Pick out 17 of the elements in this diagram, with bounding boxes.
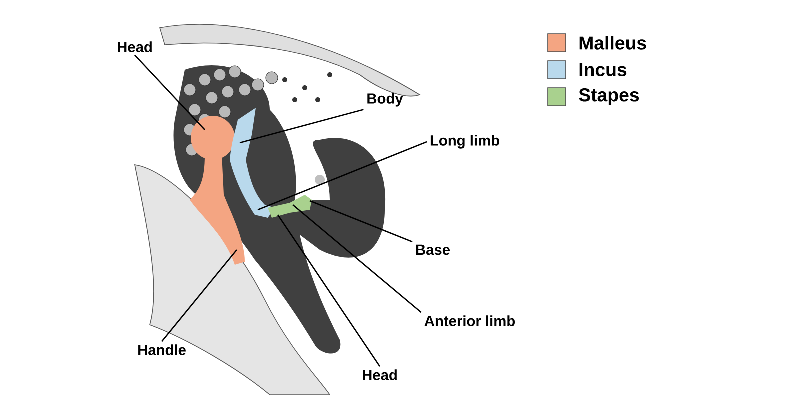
part-label: Head	[363, 370, 397, 380]
leader-line	[292, 204, 422, 314]
leader-line	[161, 250, 238, 342]
legend-label: Incus	[580, 63, 627, 77]
part-label: Anterior limb	[424, 316, 515, 326]
legend-label: Malleus	[580, 36, 646, 50]
leader-line	[310, 200, 413, 243]
part-label: Head	[118, 42, 152, 52]
leader-line	[134, 54, 206, 130]
leader-line	[258, 141, 428, 211]
part-label: Body	[368, 93, 404, 107]
part-label: Long limb	[430, 135, 500, 149]
part-label: Handle	[138, 344, 186, 356]
leader-line	[240, 109, 364, 144]
legend-label: Stapes	[579, 88, 640, 106]
leader-line	[277, 214, 381, 368]
part-label: Base	[416, 244, 450, 256]
